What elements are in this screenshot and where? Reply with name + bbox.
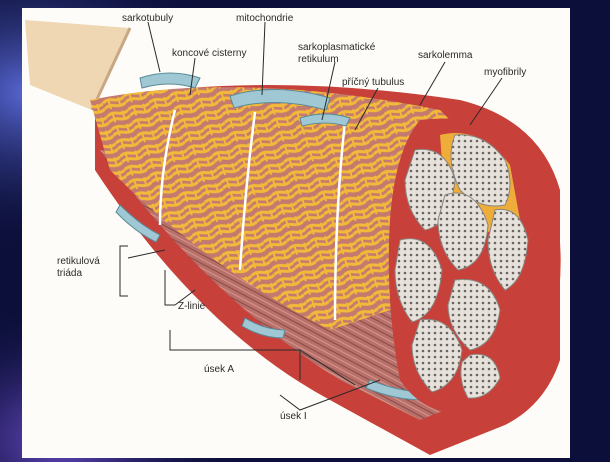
label-sarkolemma: sarkolemma	[418, 50, 472, 61]
label-usek-i: úsek I	[280, 411, 307, 422]
label-mitochondrie: mitochondrie	[236, 13, 293, 24]
label-pricny-tubulus: příčný tubulus	[342, 77, 404, 88]
label-sarkoplasmaticke: sarkoplasmatické	[298, 42, 375, 53]
label-z-linie: Z-linie	[178, 301, 205, 312]
label-myofibrily: myofibrily	[484, 67, 526, 78]
label-retikulova: retikulová	[57, 256, 100, 267]
label-koncove-cisterny: koncové cisterny	[172, 48, 246, 59]
label-sarkotubuly: sarkotubuly	[122, 13, 173, 24]
label-triada: triáda	[57, 268, 82, 279]
label-retikulum: retikulum	[298, 54, 339, 65]
label-usek-a: úsek A	[204, 364, 234, 375]
